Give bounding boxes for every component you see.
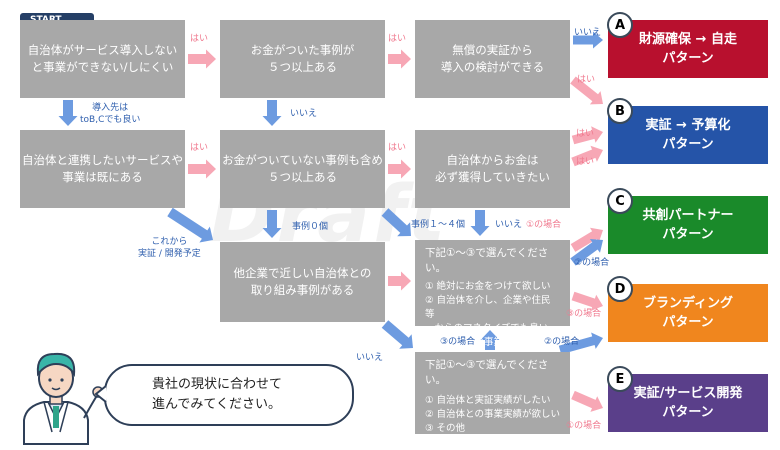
arrow-q5-q6 <box>388 159 411 179</box>
node-q7: 他企業で近しい自治体との 取り組み事例がある <box>220 242 385 322</box>
node-q8: 下記①〜③で選んでください。 ① 絶対にお金をつけて欲しい ② 自治体を介し、企… <box>415 240 570 348</box>
label-no: いいえ <box>356 353 384 363</box>
node-q3-text: 無償の実証から 導入の検討ができる <box>440 43 545 74</box>
arrow-q8-d <box>571 291 603 311</box>
arrow-q8-c <box>570 227 603 252</box>
node-q6: 自治体からお金は 必ず獲得していきたい <box>415 130 570 208</box>
speech-bubble-text: 貴社の現状に合わせて 進んでみてください。 <box>152 377 283 412</box>
label-no: いいえ <box>574 28 602 38</box>
label-case3: ③の場合 <box>440 337 476 347</box>
arrow-q2-q5 <box>262 100 282 126</box>
label-case1: ①の場合 <box>526 220 562 230</box>
node-q9: 下記①〜③で選んでください。 ① 自治体と実証実績がしたい ② 自治体との事業実… <box>415 352 570 434</box>
label-case2: ②の場合 <box>544 337 580 347</box>
label-cases14: 事例１〜４個 <box>411 220 466 230</box>
result-a-text: 財源確保 → 自走 パターン <box>639 32 737 66</box>
speech-bubble-tail <box>94 385 107 403</box>
node-q8-item: ③ 自治体との事業実績が欲しい <box>425 337 560 348</box>
label-case2: ②の場合 <box>574 258 610 268</box>
node-q8-item: からのマネタイズでも良い <box>425 323 549 334</box>
label-yes: はい <box>576 157 595 167</box>
node-q9-item: ① 自治体と実証実績がしたい <box>425 395 551 406</box>
label-case1: ①の場合 <box>566 421 602 431</box>
node-q8-item: ① 絶対にお金をつけて欲しい <box>425 281 551 292</box>
label-yes: はい <box>388 143 407 153</box>
arrow-q3-b <box>570 76 603 105</box>
result-b-text: 実証 → 予算化 パターン <box>645 118 731 152</box>
result-e-letter: E <box>607 366 633 392</box>
result-c: 共創パートナー パターン <box>608 196 768 254</box>
node-q4: 自治体と連携したいサービスや 事業は既にある <box>20 130 185 208</box>
arrow-q5-q8 <box>381 208 411 237</box>
label-intro-ok: 導入先は toB,Cでも良い <box>80 103 141 125</box>
arrow-q7-q8 <box>388 271 411 291</box>
node-q1-text: 自治体がサービス導入しない と事業ができない/しにくい <box>27 43 178 74</box>
label-yes: はい <box>577 75 596 85</box>
result-d: ブランディング パターン <box>608 284 768 342</box>
result-a: 財源確保 → 自走 パターン <box>608 20 768 78</box>
arrow-q1-q2 <box>188 49 216 69</box>
label-yes: はい <box>576 129 595 139</box>
doctor-illustration <box>23 352 104 445</box>
result-c-text: 共創パートナー パターン <box>642 208 734 242</box>
arrow-q2-q3 <box>388 49 411 69</box>
label-yes: はい <box>190 34 209 44</box>
result-b: 実証 → 予算化 パターン <box>608 106 768 164</box>
arrow-q5-q7 <box>262 210 282 238</box>
node-q5-text: お金がついていない事例も含め ５つ以上ある <box>222 153 383 184</box>
node-q9-item: ③ その他 <box>425 423 466 434</box>
node-q2: お金がついた事例が ５つ以上ある <box>220 20 385 98</box>
result-a-letter: A <box>607 12 633 38</box>
node-q6-text: 自治体からお金は 必ず獲得していきたい <box>435 153 550 184</box>
node-q7-text: 他企業で近しい自治体との 取り組み事例がある <box>233 266 372 297</box>
node-q9-title: 下記①〜③で選んでください。 <box>425 359 549 386</box>
arrow-q4-q7 <box>167 207 213 243</box>
label-case3: ③の場合 <box>566 309 602 319</box>
label-future: これから 実証 / 開発予定 <box>138 237 201 259</box>
node-q4-text: 自治体と連携したいサービスや 事業は既にある <box>22 153 183 184</box>
node-q1: 自治体がサービス導入しない と事業ができない/しにくい <box>20 20 185 98</box>
result-d-text: ブランディング パターン <box>642 296 734 330</box>
arrow-q3-a <box>573 31 603 49</box>
speech-bubble: 貴社の現状に合わせて 進んでみてください。 <box>104 364 354 426</box>
result-e: 実証/サービス開発 パターン <box>608 374 768 432</box>
result-b-letter: B <box>607 98 633 124</box>
node-q8-title: 下記①〜③で選んでください。 <box>425 247 549 274</box>
label-yes: はい <box>190 143 209 153</box>
label-yes: はい <box>388 34 407 44</box>
arrow-q9-d <box>558 332 603 355</box>
result-d-letter: D <box>607 276 633 302</box>
result-e-text: 実証/サービス開発 パターン <box>633 386 743 420</box>
arrow-q8-c2 <box>570 239 603 266</box>
arrow-q6-q8 <box>470 210 490 236</box>
arrow-q9-q8 <box>480 330 500 350</box>
arrow-q9-e <box>571 390 603 412</box>
result-c-letter: C <box>607 188 633 214</box>
arrow-q6-b <box>571 126 603 145</box>
label-no: いいえ <box>290 109 318 119</box>
node-q8-item: ② 自治体を介し、企業や住民等 <box>425 295 551 320</box>
node-q3: 無償の実証から 導入の検討ができる <box>415 20 570 98</box>
arrow-q4-q5 <box>188 159 216 179</box>
label-cases0: 事例０個 <box>292 222 329 232</box>
arrow-q6-b2 <box>571 145 603 167</box>
node-q2-text: お金がついた事例が ５つ以上ある <box>250 43 355 74</box>
node-q5: お金がついていない事例も含め ５つ以上ある <box>220 130 385 208</box>
arrow-q7-q9 <box>381 320 413 349</box>
label-no: いいえ <box>495 220 523 230</box>
node-q9-item: ② 自治体との事業実績が欲しい <box>425 409 560 420</box>
arrow-q1-q4 <box>58 100 78 126</box>
